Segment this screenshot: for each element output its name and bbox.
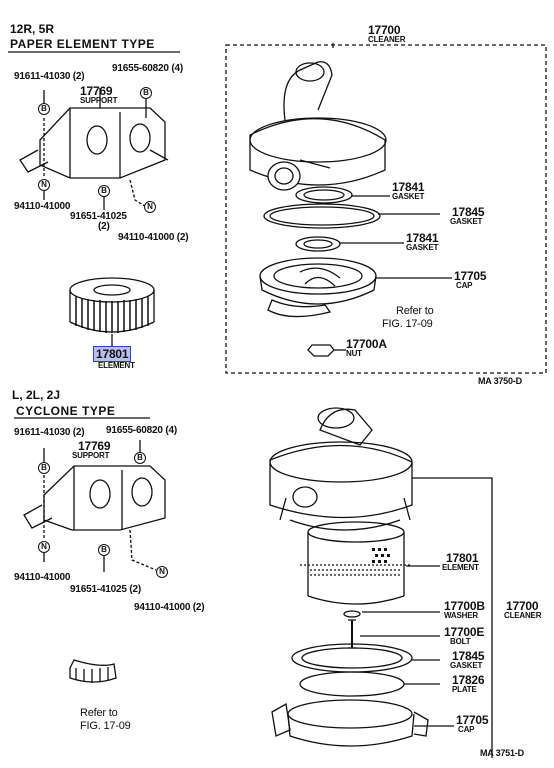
nut-marker: N	[38, 179, 50, 191]
plate-number: 17826	[452, 673, 485, 687]
part-94110b-top: 94110-41000 (2)	[118, 232, 189, 243]
nut-number: 17700A	[346, 337, 387, 351]
refer-fig-bottom: FIG. 17-09	[80, 720, 131, 732]
gasket-number-bottom: 17845	[452, 649, 485, 663]
support-number-top: 17769	[80, 84, 113, 98]
part-91611-bottom: 91611-41030 (2)	[14, 427, 85, 438]
bolt-marker: B	[98, 185, 110, 197]
element-bottom	[300, 521, 412, 605]
bolt-marker: B	[38, 462, 50, 474]
plate-17826	[299, 671, 405, 697]
refer-text-top: Refer to	[396, 305, 434, 317]
element-name-bottom: ELEMENT	[442, 563, 479, 572]
nut-name: NUT	[346, 349, 362, 358]
refer-fig-top: FIG. 17-09	[382, 318, 433, 330]
cap-number-top: 17705	[454, 269, 487, 283]
cleaner-name-top: CLEANER	[368, 35, 406, 44]
cleaner-name-bottom: CLEANER	[504, 611, 542, 620]
nut-marker: N	[144, 201, 156, 213]
part-91651-qty-top: (2)	[98, 221, 110, 232]
bolt-marker: B	[140, 87, 152, 99]
part-94110-bottom: 94110-41000	[14, 572, 71, 583]
bolt-number: 17700E	[444, 625, 485, 639]
support-number-bottom: 17769	[78, 439, 111, 453]
support-name-bottom: SUPPORT	[72, 451, 110, 460]
bolt-marker: B	[98, 544, 110, 556]
ref-code-top: MA 3750-D	[478, 376, 522, 386]
plate-name: PLATE	[452, 685, 477, 694]
bottom-type-heading: CYCLONE TYPE	[16, 404, 116, 418]
element-mesh	[372, 548, 390, 563]
top-type-heading: PAPER ELEMENT TYPE	[10, 37, 155, 51]
support-bracket-top	[19, 107, 169, 179]
gasket-17841b-name: GASKET	[406, 243, 439, 252]
washer-number: 17700B	[444, 599, 485, 613]
cap-name-top: CAP	[456, 281, 473, 290]
bolt-name: BOLT	[450, 637, 471, 646]
support-bracket-bottom	[23, 465, 166, 531]
nut-marker: N	[156, 566, 168, 578]
refer-text-bottom: Refer to	[80, 707, 118, 719]
element-number-highlight: 17801	[92, 346, 132, 362]
refer-part-bottom	[69, 659, 117, 683]
part-94110-top: 94110-41000	[14, 201, 71, 212]
gasket-17841a-number: 17841	[392, 180, 425, 194]
cap-number-bottom: 17705	[456, 713, 489, 727]
gasket-17841-b	[295, 236, 341, 252]
element-number-top: 17801	[92, 346, 132, 362]
part-94110b-bottom: 94110-41000 (2)	[134, 602, 205, 613]
gasket-name-bottom: GASKET	[450, 661, 483, 670]
ref-code-bottom: MA 3751-D	[480, 748, 524, 758]
gasket-17841-a	[295, 186, 353, 204]
gasket-17841a-name: GASKET	[392, 192, 425, 201]
top-models-heading: 12R, 5R	[10, 22, 55, 36]
part-91655-bottom: 91655-60820 (4)	[106, 425, 177, 436]
cap-bottom	[271, 699, 429, 747]
cleaner-number-top: 17700	[368, 23, 401, 37]
element-top	[69, 277, 155, 333]
bolt-marker: B	[38, 103, 50, 115]
part-91651-top: 91651-41025	[70, 211, 127, 222]
bottom-models-heading: L, 2L, 2J	[12, 388, 61, 402]
gasket-17845-number-top: 17845	[452, 205, 485, 219]
cleaner-number-bottom: 17700	[506, 599, 539, 613]
washer-name: WASHER	[444, 611, 478, 620]
part-91611-top: 91611-41030 (2)	[14, 71, 85, 82]
washer-17700b	[343, 610, 361, 618]
cleaner-housing-bottom	[269, 407, 413, 531]
element-number-bottom: 17801	[446, 551, 479, 565]
part-91651-bottom: 91651-41025 (2)	[70, 584, 141, 595]
cap-top	[259, 257, 377, 305]
element-name-top: ELEMENT	[98, 361, 135, 370]
refer-part-top	[267, 299, 332, 318]
nut-marker: N	[38, 541, 50, 553]
cap-name-bottom: CAP	[458, 725, 475, 734]
gasket-17845-name-top: GASKET	[450, 217, 483, 226]
gasket-17841b-number: 17841	[406, 231, 439, 245]
support-name-top: SUPPORT	[80, 96, 118, 105]
gasket-17845-top	[263, 203, 381, 229]
part-91655-top: 91655-60820 (4)	[112, 63, 183, 74]
bolt-marker: B	[134, 452, 146, 464]
nut-17700a	[307, 344, 335, 357]
cleaner-housing-top	[249, 61, 387, 191]
